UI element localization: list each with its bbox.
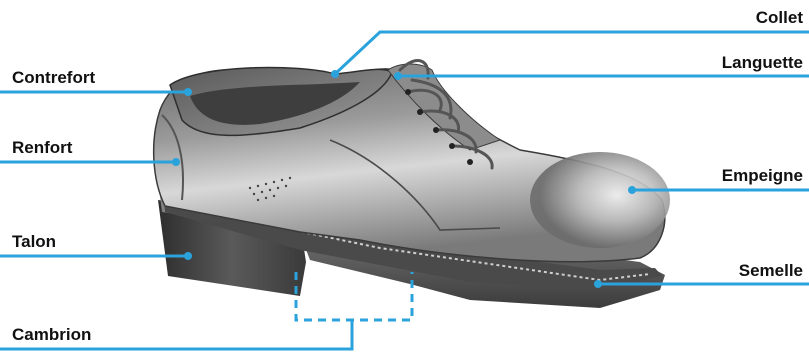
label-collet: Collet	[756, 8, 803, 28]
label-renfort: Renfort	[12, 138, 72, 158]
label-languette: Languette	[722, 53, 803, 73]
label-talon: Talon	[12, 232, 56, 252]
label-semelle: Semelle	[739, 261, 803, 281]
label-cambrion: Cambrion	[12, 325, 91, 345]
label-contrefort: Contrefort	[12, 68, 95, 88]
label-empeigne: Empeigne	[722, 166, 803, 186]
toe-highlight	[530, 152, 670, 248]
